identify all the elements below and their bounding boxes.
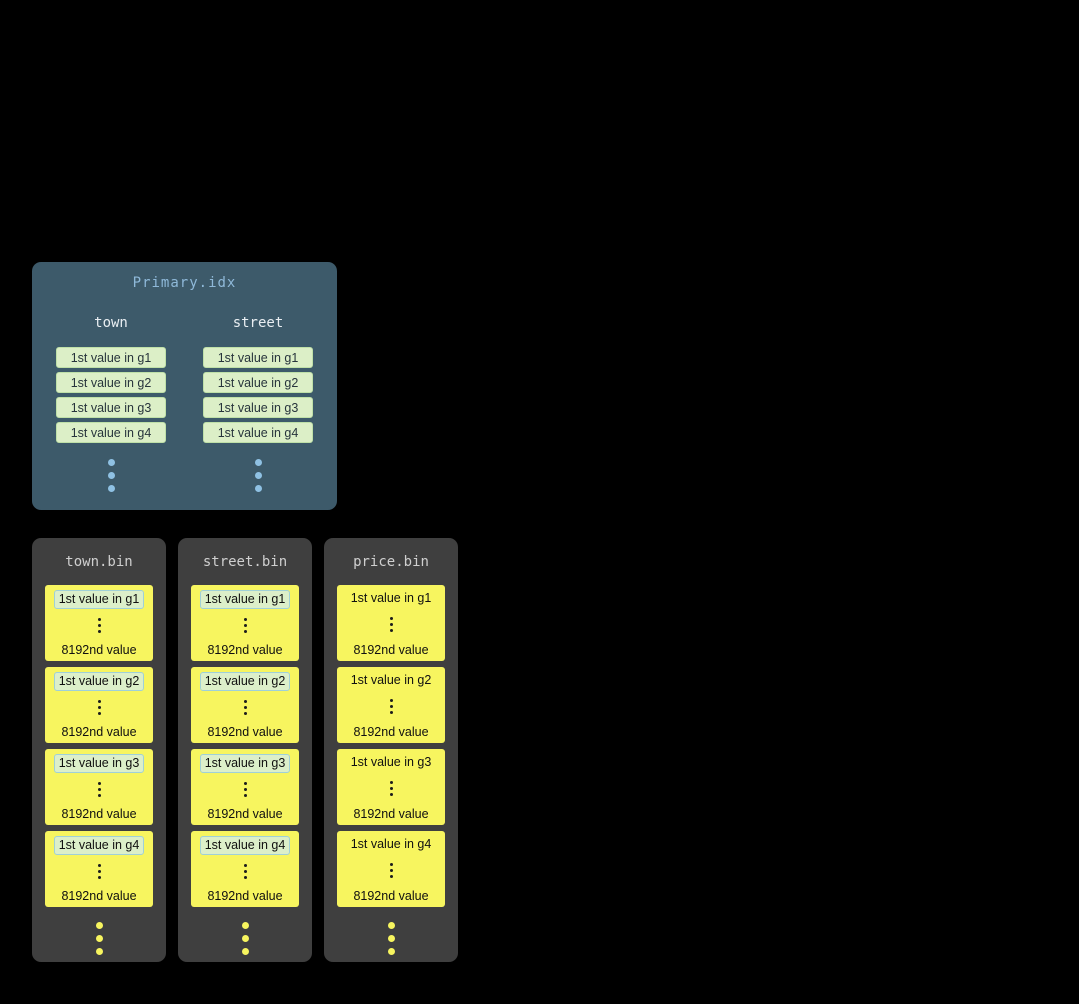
- primary-index-panel: Primary.idx town 1st value in g1 1st val…: [32, 262, 337, 510]
- ellipsis-dots-icon: [97, 700, 101, 715]
- bin-title: street.bin: [202, 554, 288, 570]
- granule-block: 1st value in g1 8192nd value: [191, 585, 299, 661]
- ellipsis-dots-icon: [97, 864, 101, 879]
- index-value: 1st value in g2: [203, 372, 313, 393]
- ellipsis-dots-icon: [389, 863, 393, 878]
- primary-index-columns: town 1st value in g1 1st value in g2 1st…: [32, 314, 337, 492]
- granule-first-value: 1st value in g2: [199, 672, 291, 691]
- granule-block: 1st value in g1 8192nd value: [45, 585, 153, 661]
- granule-block: 1st value in g2 8192nd value: [337, 667, 445, 743]
- granule-block: 1st value in g4 8192nd value: [337, 831, 445, 907]
- granule-last-value: 8192nd value: [61, 889, 137, 903]
- ellipsis-dots-icon: [95, 922, 103, 955]
- granule-block: 1st value in g2 8192nd value: [191, 667, 299, 743]
- ellipsis-dots-icon: [389, 617, 393, 632]
- ellipsis-dots-icon: [243, 618, 247, 633]
- index-column-header: town: [94, 315, 128, 331]
- granule-first-value: 1st value in g3: [53, 754, 145, 773]
- index-value: 1st value in g4: [56, 422, 166, 443]
- index-value: 1st value in g1: [203, 347, 313, 368]
- ellipsis-dots-icon: [107, 459, 115, 492]
- granule-first-value: 1st value in g3: [199, 754, 291, 773]
- granule-last-value: 8192nd value: [207, 643, 283, 657]
- ellipsis-dots-icon: [243, 864, 247, 879]
- ellipsis-dots-icon: [243, 700, 247, 715]
- bin-panel-street: street.bin 1st value in g1 8192nd value …: [178, 538, 312, 962]
- index-column-town: town 1st value in g1 1st value in g2 1st…: [56, 314, 166, 492]
- ellipsis-dots-icon: [243, 782, 247, 797]
- ellipsis-dots-icon: [254, 459, 262, 492]
- granule-block: 1st value in g2 8192nd value: [45, 667, 153, 743]
- granule-block: 1st value in g3 8192nd value: [191, 749, 299, 825]
- granule-first-value: 1st value in g4: [53, 836, 145, 855]
- bin-panel-town: town.bin 1st value in g1 8192nd value 1s…: [32, 538, 166, 962]
- index-column-header: street: [232, 315, 284, 331]
- bin-panel-price: price.bin 1st value in g1 8192nd value 1…: [324, 538, 458, 962]
- index-value: 1st value in g4: [203, 422, 313, 443]
- granule-first-value: 1st value in g1: [350, 591, 432, 605]
- granule-last-value: 8192nd value: [353, 807, 429, 821]
- ellipsis-dots-icon: [389, 699, 393, 714]
- index-value: 1st value in g3: [203, 397, 313, 418]
- granule-last-value: 8192nd value: [353, 889, 429, 903]
- ellipsis-dots-icon: [97, 782, 101, 797]
- granule-first-value: 1st value in g1: [199, 590, 291, 609]
- granule-last-value: 8192nd value: [353, 725, 429, 739]
- primary-index-title: Primary.idx: [132, 275, 237, 291]
- ellipsis-dots-icon: [387, 922, 395, 955]
- granule-last-value: 8192nd value: [207, 725, 283, 739]
- index-value: 1st value in g3: [56, 397, 166, 418]
- granule-first-value: 1st value in g4: [199, 836, 291, 855]
- ellipsis-dots-icon: [389, 781, 393, 796]
- granule-last-value: 8192nd value: [61, 807, 137, 821]
- bin-title: price.bin: [353, 554, 429, 570]
- bin-files-row: town.bin 1st value in g1 8192nd value 1s…: [32, 538, 458, 962]
- granule-block: 1st value in g4 8192nd value: [191, 831, 299, 907]
- index-column-street: street 1st value in g1 1st value in g2 1…: [203, 314, 313, 492]
- granule-last-value: 8192nd value: [207, 807, 283, 821]
- granule-block: 1st value in g1 8192nd value: [337, 585, 445, 661]
- ellipsis-dots-icon: [97, 618, 101, 633]
- granule-block: 1st value in g4 8192nd value: [45, 831, 153, 907]
- index-value: 1st value in g2: [56, 372, 166, 393]
- granule-block: 1st value in g3 8192nd value: [45, 749, 153, 825]
- granule-first-value: 1st value in g1: [53, 590, 145, 609]
- granule-last-value: 8192nd value: [353, 643, 429, 657]
- granule-first-value: 1st value in g3: [350, 755, 432, 769]
- granule-block: 1st value in g3 8192nd value: [337, 749, 445, 825]
- granule-last-value: 8192nd value: [207, 889, 283, 903]
- bin-title: town.bin: [65, 554, 133, 570]
- index-value: 1st value in g1: [56, 347, 166, 368]
- granule-first-value: 1st value in g2: [350, 673, 432, 687]
- granule-first-value: 1st value in g4: [350, 837, 432, 851]
- granule-last-value: 8192nd value: [61, 643, 137, 657]
- granule-last-value: 8192nd value: [61, 725, 137, 739]
- granule-first-value: 1st value in g2: [53, 672, 145, 691]
- ellipsis-dots-icon: [241, 922, 249, 955]
